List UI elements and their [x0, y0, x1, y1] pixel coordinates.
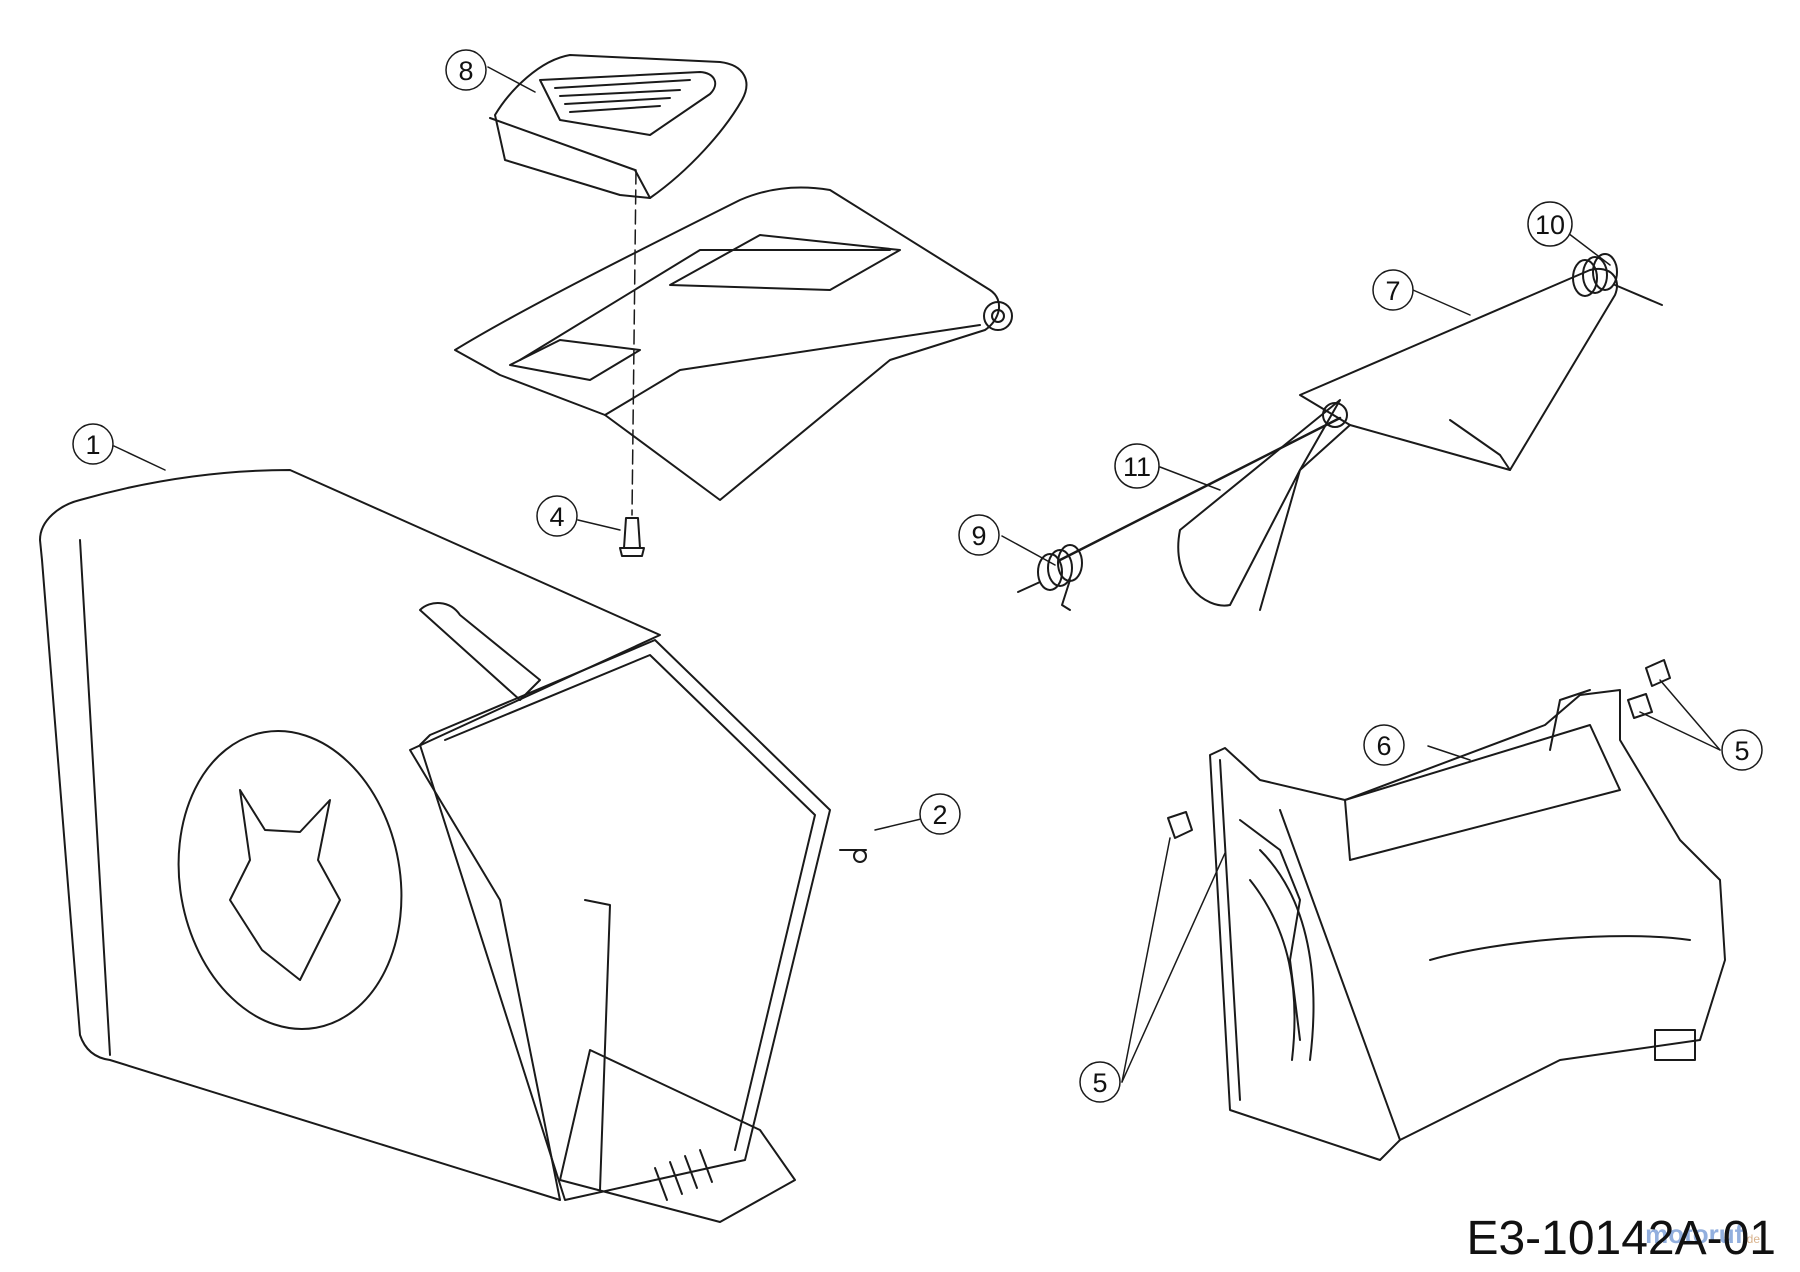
callout-5-right: 5: [1721, 729, 1763, 771]
part-5-nut-left: [1167, 811, 1193, 839]
callout-5-left: 5: [1079, 1061, 1121, 1103]
callout-9: 9: [958, 514, 1000, 556]
part-9-spring: [1017, 544, 1083, 611]
callout-7: 7: [1372, 269, 1414, 311]
svg-text:11: 11: [1123, 452, 1151, 482]
callout-1: 1: [72, 423, 114, 465]
callout-10: 10: [1527, 201, 1573, 247]
part-5-nut-bottom: [1627, 693, 1653, 719]
grass-bag-lid: [454, 186, 1013, 501]
callout-2: 2: [919, 793, 961, 835]
svg-text:5: 5: [1734, 736, 1749, 766]
part-7-flap: [1177, 267, 1618, 611]
part-6-rear-housing: [1209, 689, 1726, 1161]
callout-6: 6: [1363, 724, 1405, 766]
callout-8: 8: [445, 49, 487, 91]
svg-text:1: 1: [85, 430, 100, 460]
part-10-spring: [1572, 253, 1663, 306]
svg-text:9: 9: [971, 521, 986, 551]
callout-4: 4: [536, 495, 578, 537]
svg-text:2: 2: [932, 800, 947, 830]
callout-11: 11: [1114, 443, 1160, 489]
svg-text:4: 4: [549, 502, 564, 532]
part-2-catcher-frame: [419, 639, 867, 1223]
part-1-grass-catcher-bag: [39, 469, 661, 1201]
svg-text:7: 7: [1385, 276, 1400, 306]
leader-lines: [113, 66, 1721, 1083]
svg-text:8: 8: [458, 56, 473, 86]
svg-text:6: 6: [1376, 731, 1391, 761]
part-5-nut-top: [1645, 659, 1671, 687]
part-4-screw: [619, 169, 645, 557]
motoruf-watermark: motoruf.de: [1645, 1219, 1760, 1249]
svg-text:5: 5: [1092, 1068, 1107, 1098]
svg-text:10: 10: [1535, 210, 1565, 240]
part-11-rod: [1058, 416, 1342, 562]
part-8-top-cover: [489, 54, 748, 199]
drawing-id-label: E3-10142A-01: [1466, 1212, 1776, 1265]
